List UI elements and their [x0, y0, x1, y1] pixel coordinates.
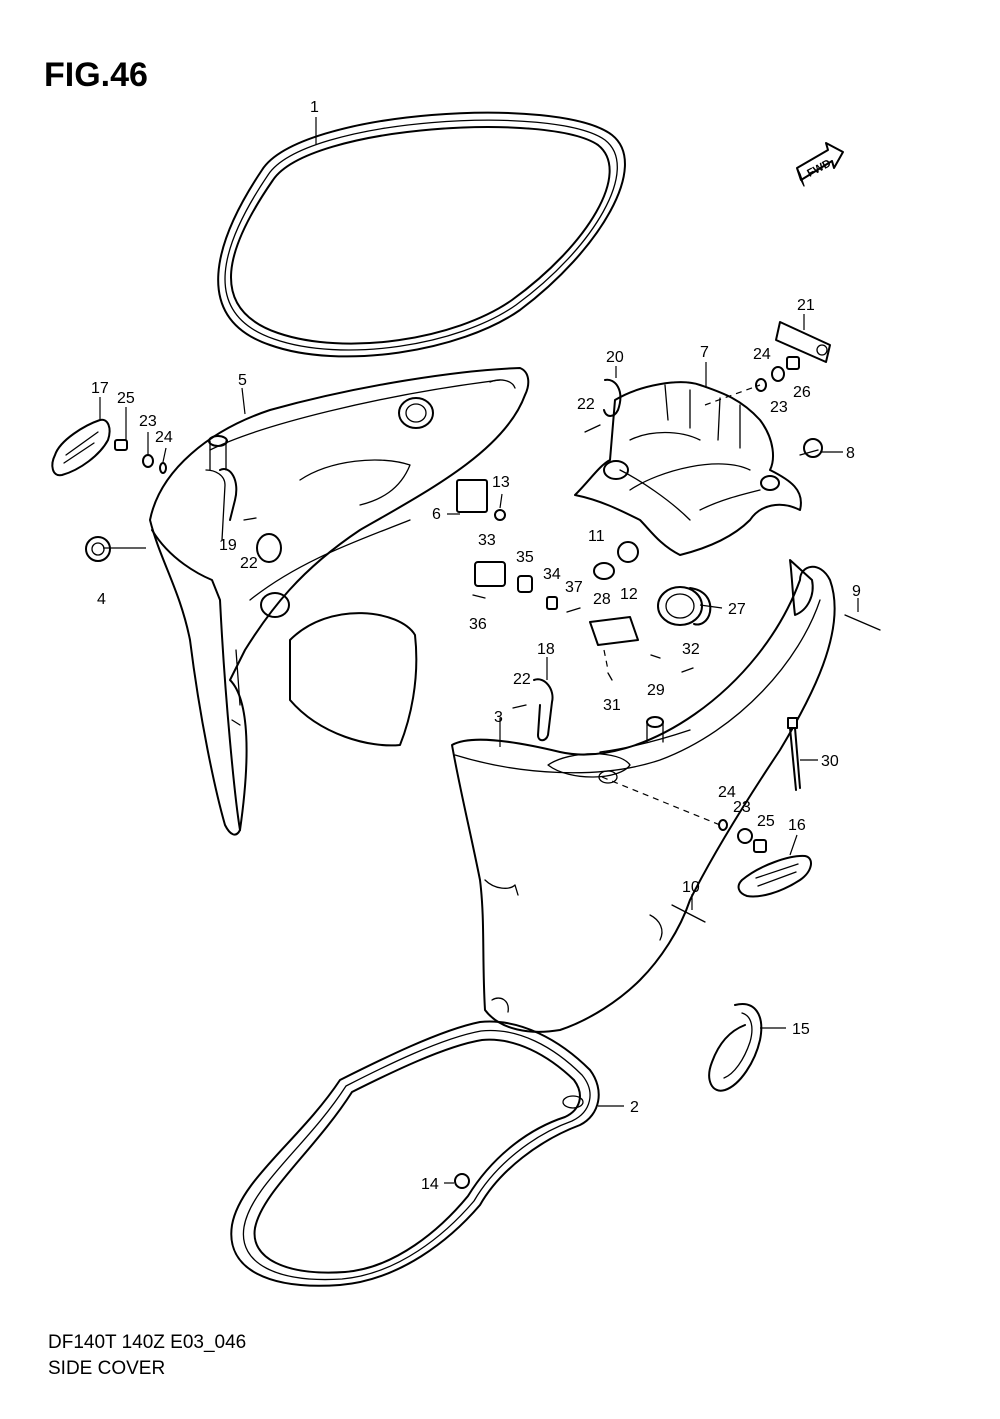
callout-14: 14 — [421, 1176, 439, 1193]
guide-lines — [601, 384, 761, 826]
callout-6: 6 — [432, 506, 441, 523]
small-hardware — [85, 356, 881, 1189]
callout-27: 27 — [728, 601, 746, 618]
callout-10: 10 — [682, 879, 700, 896]
callout-23c: 23 — [733, 799, 751, 816]
part-5-left-side-cover — [149, 367, 530, 836]
callout-12: 12 — [620, 586, 638, 603]
callout-20: 20 — [606, 349, 624, 366]
callout-16: 16 — [788, 817, 806, 834]
part-21-bracket — [775, 321, 831, 363]
callout-4: 4 — [97, 591, 106, 608]
callout-30: 30 — [821, 753, 839, 770]
part-1-upper-seal — [217, 111, 626, 358]
callout-31: 31 — [603, 697, 621, 714]
callout-2: 2 — [630, 1099, 639, 1116]
part-3-right-side-cover — [451, 559, 836, 1033]
part-16-handle — [737, 854, 812, 898]
callout-13: 13 — [492, 474, 510, 491]
callout-37: 37 — [565, 579, 583, 596]
callout-1: 1 — [310, 99, 319, 116]
callout-9: 9 — [852, 583, 861, 600]
callout-11: 11 — [588, 528, 605, 545]
callout-24c: 24 — [718, 784, 736, 801]
callout-25a: 25 — [117, 390, 135, 407]
callout-7: 7 — [700, 344, 709, 361]
callout-17: 17 — [91, 380, 109, 397]
callout-35: 35 — [516, 549, 534, 566]
callout-33: 33 — [478, 532, 496, 549]
callout-21: 21 — [797, 297, 815, 314]
callout-26: 26 — [793, 384, 811, 401]
callout-23a: 23 — [139, 413, 157, 430]
callout-8: 8 — [846, 445, 855, 462]
figure-title: FIG.46 — [44, 56, 148, 94]
part-17-handle — [51, 418, 128, 477]
fwd-arrow-icon: FWD — [796, 142, 844, 187]
callout-24a: 24 — [155, 429, 173, 446]
callout-34: 34 — [543, 566, 561, 583]
leader-lines — [99, 117, 859, 1184]
callout-36: 36 — [469, 616, 487, 633]
callout-18: 18 — [537, 641, 555, 658]
diagram-caption: SIDE COVER — [48, 1358, 166, 1379]
callout-5: 5 — [238, 372, 247, 389]
callout-numbers: 1 2 3 4 5 6 7 8 9 10 11 12 13 14 15 16 1… — [91, 99, 861, 1193]
model-code: DF140T 140Z E03_046 — [48, 1332, 247, 1353]
callout-24b: 24 — [753, 346, 771, 363]
part-15-clip — [708, 1003, 763, 1092]
callout-3: 3 — [494, 709, 503, 726]
callout-32: 32 — [682, 641, 700, 658]
callout-29: 29 — [647, 682, 665, 699]
callout-28: 28 — [593, 591, 611, 608]
callout-15: 15 — [792, 1021, 810, 1038]
callout-23b: 23 — [770, 399, 788, 416]
callout-22a: 22 — [577, 396, 595, 413]
part-27-grommet — [657, 586, 712, 626]
callout-22b: 22 — [240, 555, 258, 572]
part-30-cable-tie — [787, 717, 801, 791]
part-7-bracket — [574, 381, 802, 556]
callout-22c: 22 — [513, 671, 531, 688]
part-2-lower-seal — [230, 1020, 600, 1287]
callout-25b: 25 — [757, 813, 775, 830]
callout-19: 19 — [219, 537, 237, 554]
